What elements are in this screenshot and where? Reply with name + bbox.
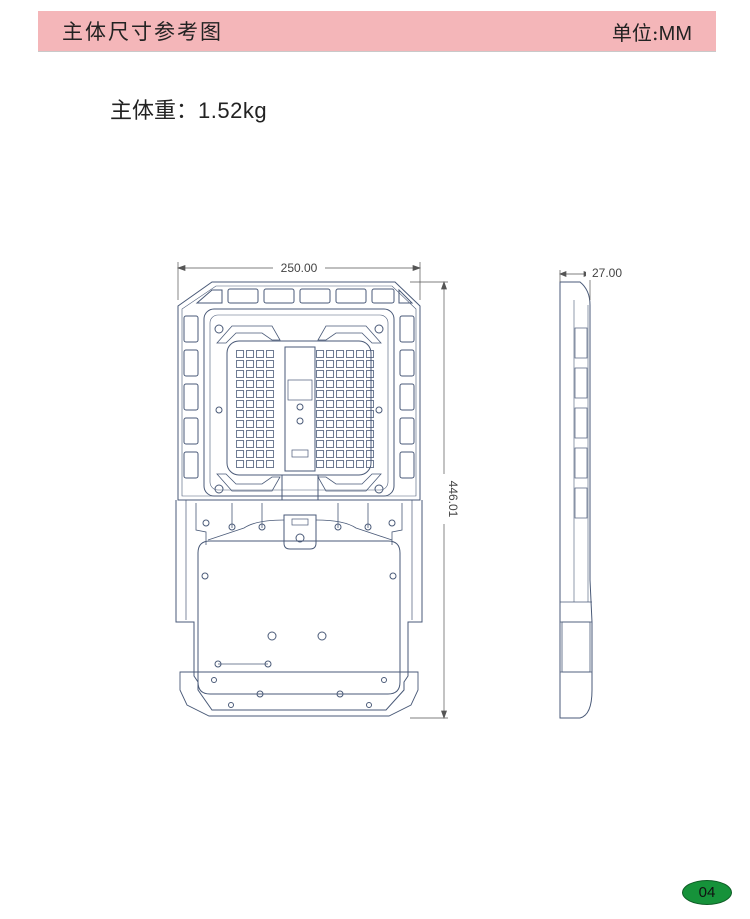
depth-dimension: 27.00: [592, 266, 622, 280]
page-title: 主体尺寸参考图: [62, 20, 223, 44]
unit-label: 单位:: [611, 20, 659, 45]
page-header: 主体尺寸参考图 单位:MM: [38, 11, 716, 52]
unit-indicator: 单位:MM: [612, 17, 692, 46]
unit-value: MM: [658, 22, 692, 45]
side-view: [559, 281, 593, 719]
page-number-badge: 04: [682, 880, 732, 905]
front-view: [175, 281, 423, 717]
body-weight: 主体重：1.52kg: [110, 93, 267, 125]
height-dimension: 446.01: [446, 481, 460, 518]
weight-value: 1.52kg: [198, 98, 268, 123]
weight-label: 主体重：: [110, 99, 199, 124]
dimension-lines: [176, 262, 591, 720]
width-dimension: 250.00: [281, 261, 318, 275]
